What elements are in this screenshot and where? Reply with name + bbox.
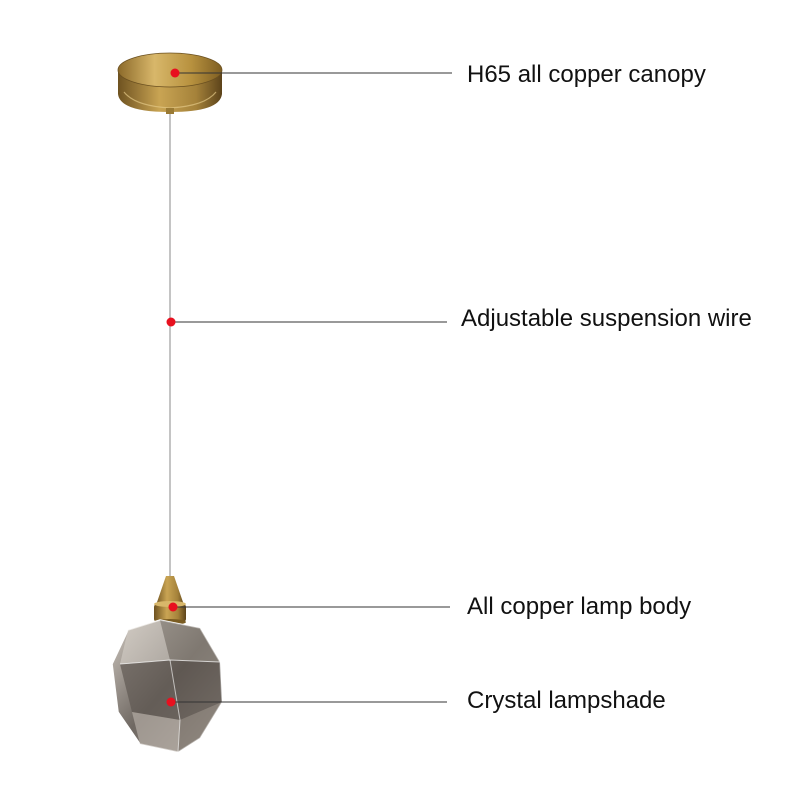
marker-canopy (170, 68, 180, 78)
crystal-lampshade-illustration (111, 619, 223, 753)
marker-shade (166, 697, 176, 707)
label-crystal-lampshade: Crystal lampshade (467, 687, 666, 714)
label-suspension-wire: Adjustable suspension wire (461, 305, 752, 332)
label-canopy: H65 all copper canopy (467, 61, 706, 88)
label-lamp-body: All copper lamp body (467, 593, 692, 620)
marker-body (168, 602, 178, 612)
lamp-body-illustration (154, 576, 186, 625)
canopy-illustration (117, 52, 223, 114)
marker-wire (166, 317, 176, 327)
